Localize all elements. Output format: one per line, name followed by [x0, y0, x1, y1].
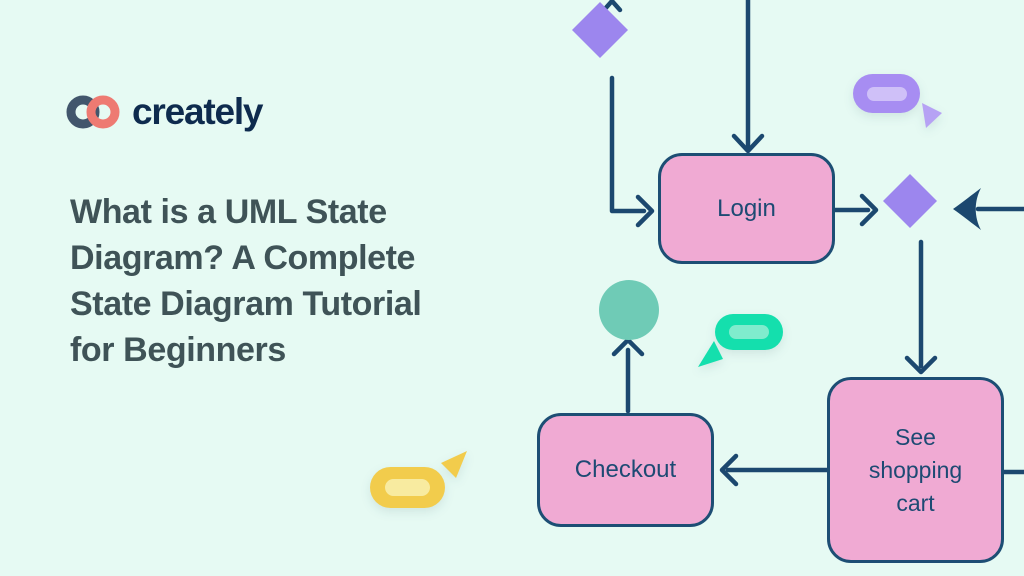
arrowhead-left-filled: [953, 188, 981, 230]
state-node-login: Login: [658, 153, 835, 264]
chat-bubble-purple-tail: [922, 103, 942, 128]
chat-bubble-teal-icon: [698, 314, 783, 367]
arrowhead-up-into-final: [611, 337, 645, 357]
chat-bubble-purple-icon: [853, 74, 942, 128]
state-node-see-shopping-cart: See shopping cart: [827, 377, 1004, 563]
page-title-line-1: What is a UML State: [70, 193, 387, 231]
state-node-checkout-label: Checkout: [574, 456, 677, 483]
connector-elbow-to-login: [609, 75, 647, 214]
arrowhead-right-into-login: [635, 194, 655, 228]
logo-ring-right: [86, 95, 120, 129]
creately-logo-wordmark: creately: [132, 91, 263, 132]
chat-bubble-yellow-icon: [370, 451, 467, 508]
page-title: What is a UML State Diagram? A Complete …: [70, 189, 510, 373]
page-title-line-4: for Beginners: [70, 331, 286, 369]
chat-bubble-teal-tail: [698, 341, 723, 367]
chat-bubble-purple-line: [867, 87, 907, 101]
creately-logo-icon: [66, 95, 120, 129]
state-node-login-label: Login: [717, 194, 776, 222]
state-node-see-shopping-cart-label: See shopping cart: [868, 423, 963, 516]
arrowhead-right-into-diamond: [859, 193, 879, 227]
decision-diamond-right-icon: [883, 174, 937, 228]
chat-bubble-yellow-tail: [441, 451, 467, 478]
state-node-checkout: Checkout: [537, 413, 714, 527]
arrowhead-down-into-login: [731, 133, 765, 154]
page-title-line-2: Diagram? A Complete: [70, 239, 416, 277]
page-title-line-3: State Diagram Tutorial: [70, 285, 422, 323]
chat-bubble-yellow-line: [385, 479, 430, 496]
arrowhead-down-into-cart: [904, 355, 938, 375]
final-state-icon: [599, 280, 659, 340]
arrowhead-left-into-checkout: [719, 453, 739, 487]
chat-bubble-teal-line: [729, 325, 769, 339]
creately-logo: creately: [66, 90, 263, 134]
decision-diamond-top-icon: [572, 2, 628, 58]
arrowhead-up-cropped: [601, 0, 623, 13]
